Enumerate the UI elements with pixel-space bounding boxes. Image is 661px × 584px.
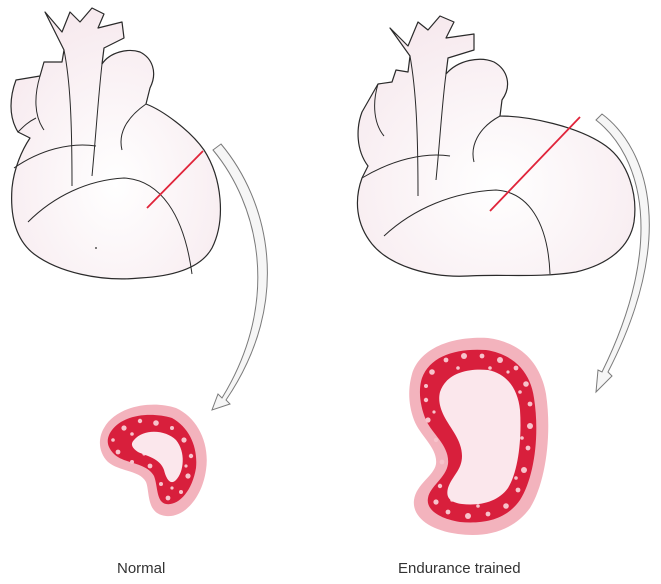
trained-heart-icon — [357, 16, 634, 276]
normal-ventricle-section-icon — [100, 405, 207, 517]
caption-endurance-trained: Endurance trained — [398, 560, 521, 577]
normal-arrow-icon — [212, 144, 267, 410]
trained-ventricle-section-icon — [409, 338, 548, 535]
normal-heart-icon — [11, 8, 220, 279]
caption-normal: Normal — [117, 560, 165, 577]
